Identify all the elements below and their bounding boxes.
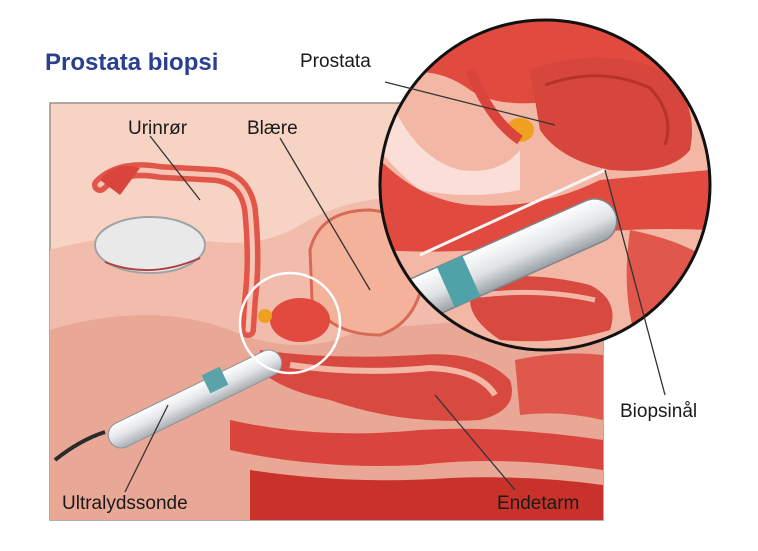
leader-prostate xyxy=(384,81,556,126)
label-biopsy-needle: Biopsinål xyxy=(620,401,697,422)
leader-lines xyxy=(124,81,666,493)
ultrasound-probe-small xyxy=(53,349,283,462)
biopsy-needle-line xyxy=(419,168,606,257)
label-urethra: Urinrør xyxy=(128,118,188,139)
leader-biopsy-needle xyxy=(604,169,666,396)
zoom-inset xyxy=(378,18,712,352)
label-ultrasound-probe: Ultralydssonde xyxy=(62,493,188,514)
prostate-gland-small xyxy=(270,298,330,342)
label-rectum: Endetarm xyxy=(497,493,579,514)
leader-rectum xyxy=(434,394,516,491)
label-bladder: Blære xyxy=(247,118,298,139)
page-title: Prostata biopsi xyxy=(45,49,218,76)
testis xyxy=(94,216,206,274)
leader-ultrasound xyxy=(124,404,169,493)
leader-urethra xyxy=(149,135,201,201)
leader-bladder xyxy=(279,137,371,291)
magnifier-circle-small xyxy=(238,271,342,375)
label-prostate: Prostata xyxy=(300,51,371,72)
